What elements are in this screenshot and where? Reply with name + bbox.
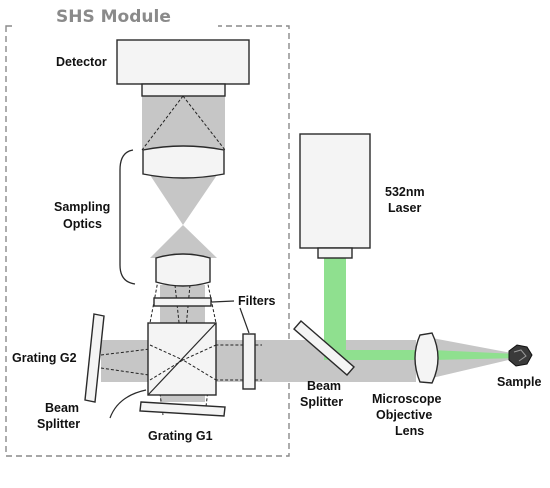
left-beam-splitter-label-line2: Splitter [37,417,80,431]
ray-detector-left [141,95,184,151]
objective-label-line2: Objective [376,408,432,422]
filters-label: Filters [238,294,276,308]
objective-label-line1: Microscope [372,392,442,406]
sampling-optics-bracket [119,149,136,285]
horizontal-filter [153,297,212,307]
module-title: SHS Module [56,7,171,27]
beam-detector-to-lens [142,96,225,150]
ray-detector-right [182,95,226,151]
microscope-objective-lens [414,332,439,384]
laser-beam-horizontal [324,350,432,360]
right-beam-splitter-label-line1: Beam [307,379,341,393]
left-beam-splitter-pointer [109,389,147,419]
detector-window [141,83,226,97]
grating-g2-label: Grating G2 [12,351,77,365]
grating-g2 [84,313,105,403]
sample-rock [508,344,533,367]
beam-focus-cone [150,175,217,258]
beam-splitter-cube-diagonal [147,322,217,396]
upper-lens [142,145,225,179]
laser-body [299,133,371,249]
laser-beam [324,258,517,360]
laser-aperture [317,247,353,259]
cube-ray-2 [149,359,217,381]
grating-g1-label: Grating G1 [148,429,213,443]
sample-label: Sample [497,375,542,389]
vertical-filter [242,333,256,390]
detector-label: Detector [56,55,107,69]
laser-label-line2: Laser [388,201,421,215]
sample-rock-facet [513,349,527,362]
sampling-optics-label-line2: Optics [63,217,102,231]
grating-g1 [139,401,226,417]
lower-lens [155,253,211,287]
sampling-optics-label-line1: Sampling [54,200,110,214]
objective-label-line3: Lens [395,424,424,438]
cube-ray-1 [149,344,217,361]
left-beam-splitter-label-line1: Beam [45,401,79,415]
laser-label-line1: 532nm [385,185,425,199]
detector-body [116,39,250,85]
laser-beam-focus [432,350,517,360]
right-beam-splitter [293,320,355,376]
filters-pointer-1 [211,300,235,303]
module-title-background [12,6,218,30]
right-beam-splitter-label-line2: Splitter [300,395,343,409]
laser-beam-vertical [324,258,346,350]
beam-cube-to-g1 [160,395,205,402]
cube-internal-rays [149,344,217,381]
filters-pointer-2 [239,307,250,334]
